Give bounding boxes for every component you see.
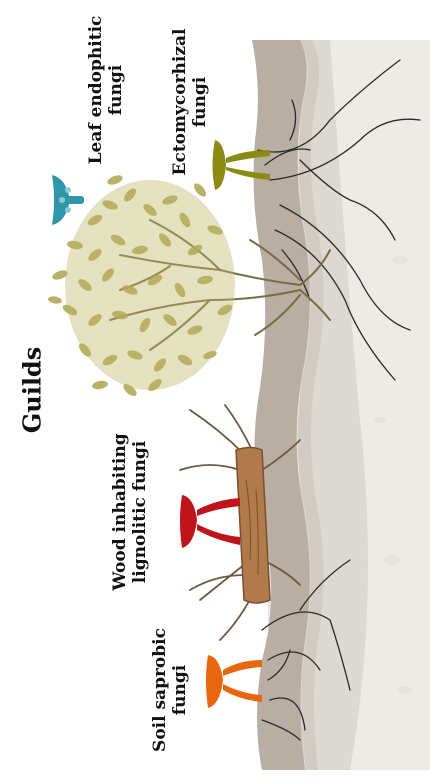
ectomycorhizal-label: Ectomycorhizal fungi xyxy=(170,29,210,176)
soil-saprobic-label: Soil saprobic fungi xyxy=(150,628,190,752)
soil-saprobic-mushroom xyxy=(206,655,262,708)
wood-inhabiting-label: Wood inhabiting lignolitic fungi xyxy=(110,433,150,590)
guilds-title: Guilds xyxy=(18,347,47,433)
leaf-endophitic-mushroom xyxy=(52,175,84,225)
leaf-endophitic-label: Leaf endophitic fungi xyxy=(86,16,126,165)
soil-layer xyxy=(252,40,430,770)
wood-inhabiting-mushroom xyxy=(180,495,240,548)
